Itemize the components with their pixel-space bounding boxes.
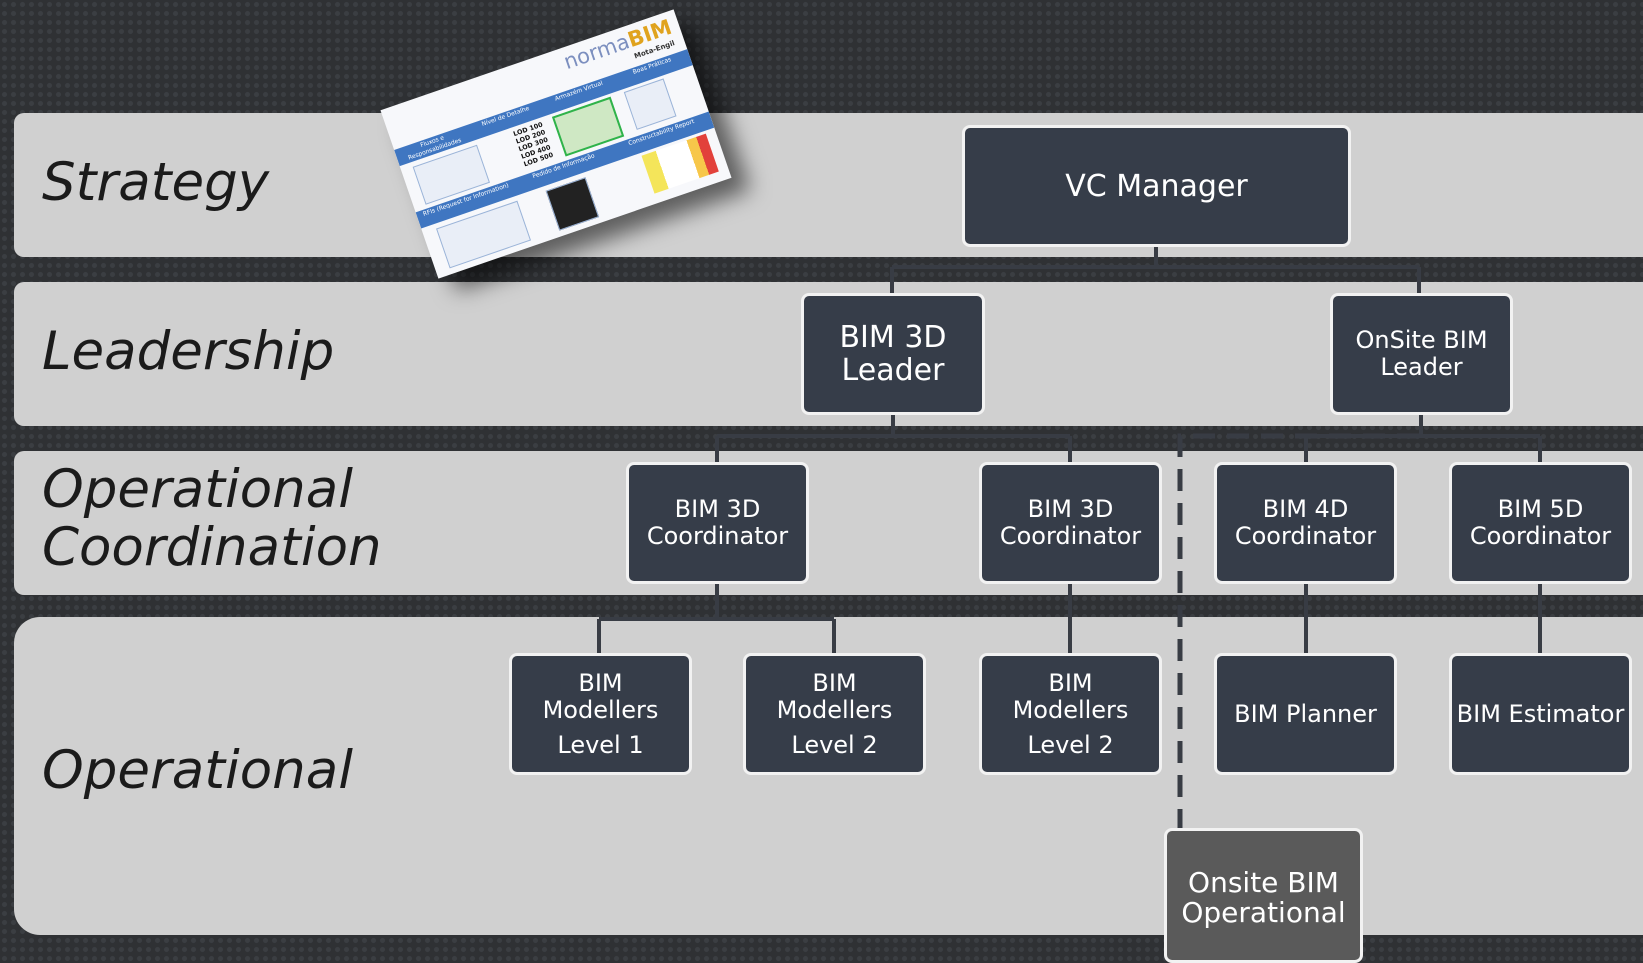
bim-3d-leader-node: BIM 3D Leader [801,293,985,415]
bim-modellers-level-2-level: Level 2 [791,730,878,759]
bim-modellers-level-2-title-2: BIM Modellers [1012,668,1129,724]
band-strategy: Strategy [14,113,1643,257]
onsite-bim-leader-node: OnSite BIM Leader [1330,293,1513,415]
thumbnail-info-request-preview [545,177,600,231]
bim-planner-label: BIM Planner [1234,699,1377,728]
bim-4d-coordinator-node: BIM 4D Coordinator [1214,462,1397,584]
band-label-operational: Operational [42,740,353,801]
band-label-operational-coordination: Operational Coordination [42,459,382,578]
bim-3d-coordinator-label-2: BIM 3D Coordinator [999,495,1142,550]
bim-modellers-level-2-title: BIM Modellers [776,668,893,724]
bim-5d-coordinator-node: BIM 5D Coordinator [1449,462,1632,584]
connector-bim3d-leader-to-coordinators [715,415,1072,462]
connector-vc-to-leaders [890,247,1421,293]
connector-coord3d-a-to-modellers [597,584,836,653]
connector-dashed-onsite-operational [1177,433,1419,828]
bim-modellers-level-2-level-2: Level 2 [1027,730,1114,759]
vc-manager-node: VC Manager [962,125,1351,247]
bim-modellers-level-2-node-2: BIM Modellers Level 2 [979,653,1162,775]
bim-modellers-level-1-node: BIM Modellers Level 1 [509,653,692,775]
thumbnail-lod-list: LOD 100 LOD 200 LOD 300 LOD 400 LOD 500 [512,121,554,169]
bim-estimator-label: BIM Estimator [1456,699,1625,728]
bim-modellers-level-1-level: Level 1 [557,730,644,759]
connector-onsite-leader-to-coordinators [1304,415,1542,462]
bim-5d-coordinator-label: BIM 5D Coordinator [1469,495,1612,550]
onsite-bim-operational-label: Onsite BIM Operational [1181,866,1346,929]
bim-modellers-level-2-node: BIM Modellers Level 2 [743,653,926,775]
bim-3d-coordinator-node: BIM 3D Coordinator [626,462,809,584]
bim-3d-coordinator-label: BIM 3D Coordinator [646,495,789,550]
bim-3d-coordinator-node-2: BIM 3D Coordinator [979,462,1162,584]
band-label-strategy: Strategy [42,152,270,213]
bim-modellers-level-1-title: BIM Modellers [542,668,659,724]
bim-planner-node: BIM Planner [1214,653,1397,775]
bim-3d-leader-label: BIM 3D Leader [839,320,947,388]
vc-manager-label: VC Manager [1065,168,1248,204]
band-label-leadership: Leadership [42,321,335,382]
onsite-bim-leader-label: OnSite BIM Leader [1355,326,1488,381]
onsite-bim-operational-node: Onsite BIM Operational [1164,828,1363,963]
bim-4d-coordinator-label: BIM 4D Coordinator [1234,495,1377,550]
bim-estimator-node: BIM Estimator [1449,653,1632,775]
